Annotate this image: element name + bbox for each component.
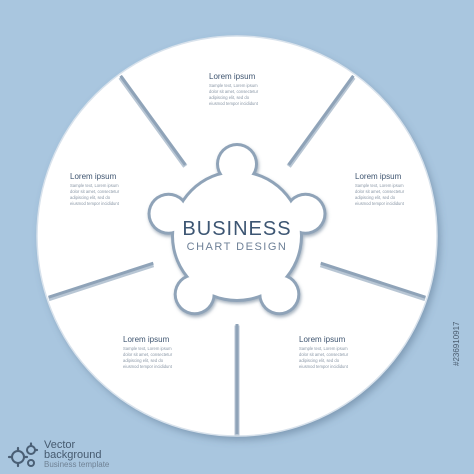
footer-caption: Vector background Business template (44, 440, 109, 470)
hub-fill (150, 146, 324, 313)
hub-lobe (150, 195, 187, 232)
segment-5-text: Sample text, Lorem ipsum dolor sit amet,… (70, 183, 120, 206)
segment-divider (119, 74, 187, 166)
segment-4-title: Lorem ipsum (123, 335, 170, 344)
segment-1-text: Sample text, Lorem ipsum dolor sit amet,… (209, 83, 259, 106)
hub-core (174, 173, 300, 299)
hub-lobe (219, 146, 255, 182)
footer-line-2: background (44, 449, 102, 461)
outer-disc-rim (36, 35, 438, 437)
segment-3-title: Lorem ipsum (299, 335, 346, 344)
side-image-id: #236910917 (452, 321, 461, 367)
segment-3-text: Sample text, Lorem ipsum dolor sit amet,… (299, 346, 349, 369)
gears-icon (7, 442, 39, 468)
footer-line-3: Business template (44, 460, 110, 469)
center-subtitle: CHART DESIGN (186, 241, 288, 253)
center-hub (147, 143, 327, 316)
hub-lobe (176, 276, 213, 313)
hub-lobe (287, 195, 324, 232)
center-title: BUSINESS (182, 218, 292, 240)
segment-divider (320, 261, 426, 299)
segment-divider (287, 74, 355, 166)
segment-5-title: Lorem ipsum (70, 172, 117, 181)
segment-4-text: Sample text, Lorem ipsum dolor sit amet,… (123, 346, 173, 369)
footer-line-1: Vector (44, 439, 76, 451)
segment-1-title: Lorem ipsum (209, 72, 256, 81)
segment-2-title: Lorem ipsum (355, 172, 402, 181)
segment-dividers (47, 74, 427, 436)
segment-2-text: Sample text, Lorem ipsum dolor sit amet,… (355, 183, 405, 206)
segment-divider (48, 261, 154, 299)
hub-lobe (261, 276, 298, 313)
